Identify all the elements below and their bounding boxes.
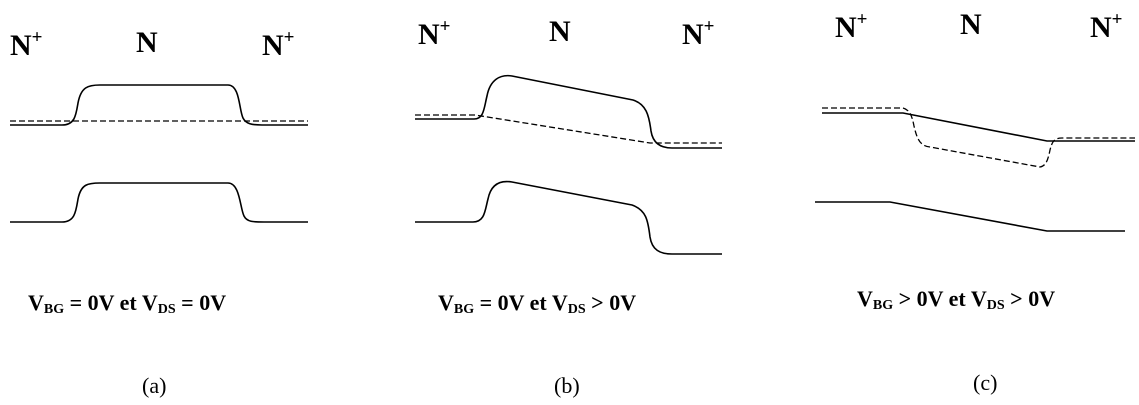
panel-a-region-source: N+ (10, 27, 43, 62)
panel-c-region-source: N+ (835, 9, 868, 44)
panel-a-condition: VBG = 0V et VDS = 0V (28, 290, 227, 317)
panel-b-region-channel: N (549, 15, 571, 48)
panel-b-region-drain: N+ (682, 16, 715, 51)
panel-c-fermi-level (822, 107, 1135, 168)
panel-b-conduction-band (415, 74, 722, 149)
panel-b-condition: VBG = 0V et VDS > 0V (438, 290, 637, 317)
panel-a-region-drain: N+ (262, 27, 295, 62)
panel-a-region-channel: N (136, 26, 158, 59)
panel-c-caption: (c) (973, 370, 998, 395)
panel-c-condition: VBG > 0V et VDS > 0V (857, 286, 1056, 313)
panel-a-valence-band (10, 182, 308, 223)
panel-c-region-channel: N (960, 8, 982, 41)
panel-c-valence-band (815, 201, 1125, 232)
panel-c-conduction-band (822, 112, 1135, 142)
panel-a-conduction-band (10, 84, 308, 126)
panel-b-valence-band (415, 180, 722, 255)
panel-b-caption: (b) (554, 373, 580, 398)
panel-c-region-drain: N+ (1090, 9, 1123, 44)
panel-a-caption: (a) (142, 373, 167, 398)
panel-b-region-source: N+ (418, 16, 451, 51)
panel-b-fermi-level (415, 114, 722, 144)
